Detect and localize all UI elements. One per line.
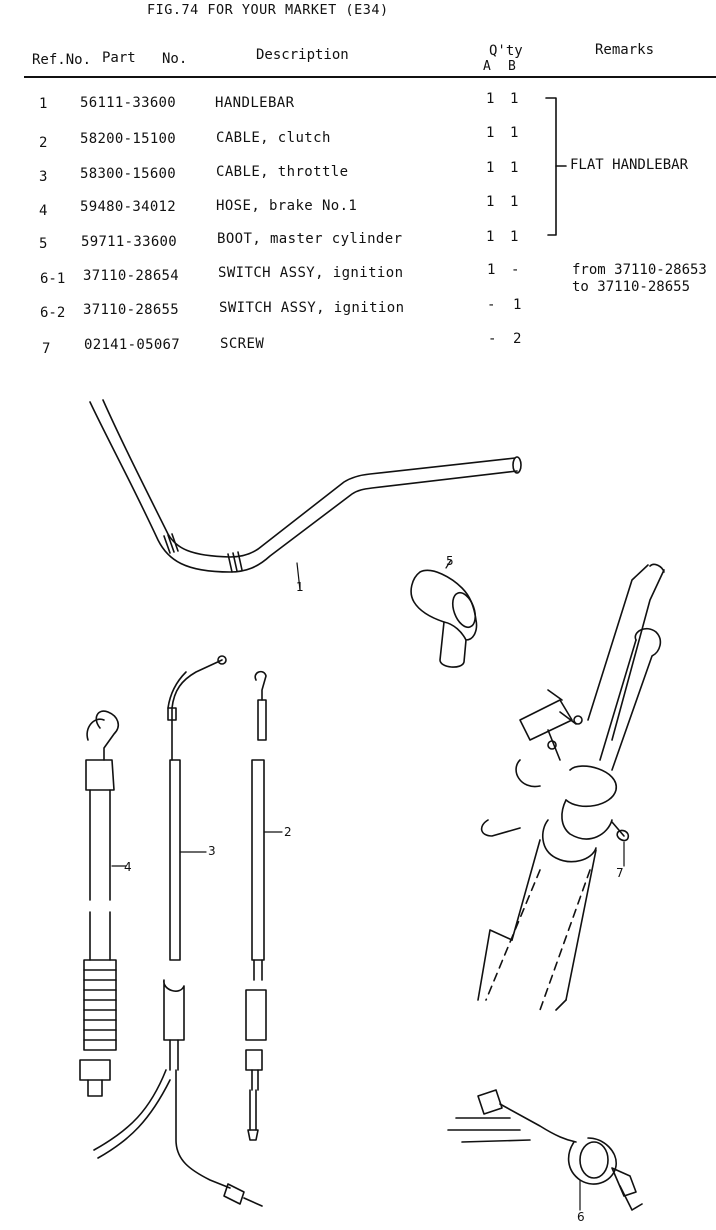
- header-qty: Q'ty: [489, 43, 523, 59]
- boot-drawing: [410, 559, 478, 668]
- row-qty-b: 1: [510, 229, 519, 245]
- header-ref-no: Ref.No.: [32, 52, 92, 68]
- row-ref: 5: [39, 236, 48, 252]
- row-ref: 1: [39, 96, 48, 112]
- row-qty-b: 2: [513, 331, 522, 347]
- row-qty-b: 1: [510, 91, 519, 107]
- row-desc: HOSE, brake No.1: [216, 198, 358, 214]
- row-part: 37110-28654: [83, 268, 180, 284]
- row-ref: 2: [39, 135, 48, 151]
- row-part: 37110-28655: [83, 302, 180, 318]
- switch-housing-drawing: [477, 563, 665, 1011]
- remarks-bracket: [545, 97, 567, 236]
- header-col-b: B: [508, 59, 516, 74]
- row-qty-a: -: [488, 331, 497, 347]
- ignition-switch-drawing: [447, 1089, 643, 1211]
- row-desc: SWITCH ASSY, ignition: [218, 265, 404, 281]
- row-qty-a: 1: [486, 91, 495, 107]
- row-desc: HANDLEBAR: [215, 95, 295, 111]
- callout-2: 2: [284, 825, 292, 839]
- row-desc: SCREW: [220, 336, 265, 352]
- row-qty-a: 1: [486, 229, 495, 245]
- row-part: 56111-33600: [80, 95, 177, 111]
- row-qty-a: 1: [487, 262, 496, 278]
- row-part: 58300-15600: [80, 166, 177, 182]
- callout-6: 6: [577, 1210, 585, 1224]
- callout-7: 7: [616, 866, 624, 880]
- row-qty-b: 1: [510, 160, 519, 176]
- row-desc: BOOT, master cylinder: [217, 231, 403, 247]
- handlebar-drawing: [89, 399, 522, 591]
- figure-title: FIG.74 FOR YOUR MARKET (E34): [147, 2, 389, 18]
- row-ref: 6-2: [40, 305, 66, 321]
- callout-5: 5: [446, 554, 454, 568]
- row-qty-b: -: [511, 262, 520, 278]
- row-ref: 3: [39, 169, 48, 185]
- callout-3: 3: [208, 844, 216, 858]
- header-col-a: A: [483, 59, 491, 74]
- remark-switch-from: from 37110-28653: [572, 262, 707, 278]
- row-qty-a: 1: [486, 160, 495, 176]
- clutch-cable-drawing: [245, 670, 283, 1141]
- callout-1: 1: [296, 580, 304, 594]
- row-ref: 4: [39, 203, 48, 219]
- row-qty-b: 1: [510, 194, 519, 210]
- row-part: 59480-34012: [80, 199, 177, 215]
- callout-4: 4: [124, 860, 132, 874]
- row-desc: SWITCH ASSY, ignition: [219, 300, 405, 316]
- header-description: Description: [256, 47, 349, 63]
- row-part: 02141-05067: [84, 337, 181, 353]
- brake-hose-drawing: [79, 710, 127, 1097]
- row-qty-b: 1: [510, 125, 519, 141]
- row-qty-a: 1: [486, 125, 495, 141]
- row-desc: CABLE, throttle: [216, 164, 349, 180]
- row-qty-b: 1: [513, 297, 522, 313]
- throttle-cable-drawing: [93, 655, 263, 1207]
- header-part: Part: [102, 50, 136, 66]
- row-ref: 7: [42, 341, 51, 357]
- row-desc: CABLE, clutch: [216, 130, 331, 146]
- row-qty-a: -: [487, 297, 496, 313]
- row-part: 58200-15100: [80, 131, 177, 147]
- header-no: No.: [162, 51, 188, 67]
- remark-switch-to: to 37110-28655: [572, 279, 691, 295]
- remark-flat-handlebar: FLAT HANDLEBAR: [570, 157, 689, 173]
- header-remarks: Remarks: [595, 42, 655, 58]
- row-part: 59711-33600: [81, 234, 178, 250]
- row-qty-a: 1: [486, 194, 495, 210]
- header-rule: [24, 76, 716, 78]
- row-ref: 6-1: [40, 271, 66, 287]
